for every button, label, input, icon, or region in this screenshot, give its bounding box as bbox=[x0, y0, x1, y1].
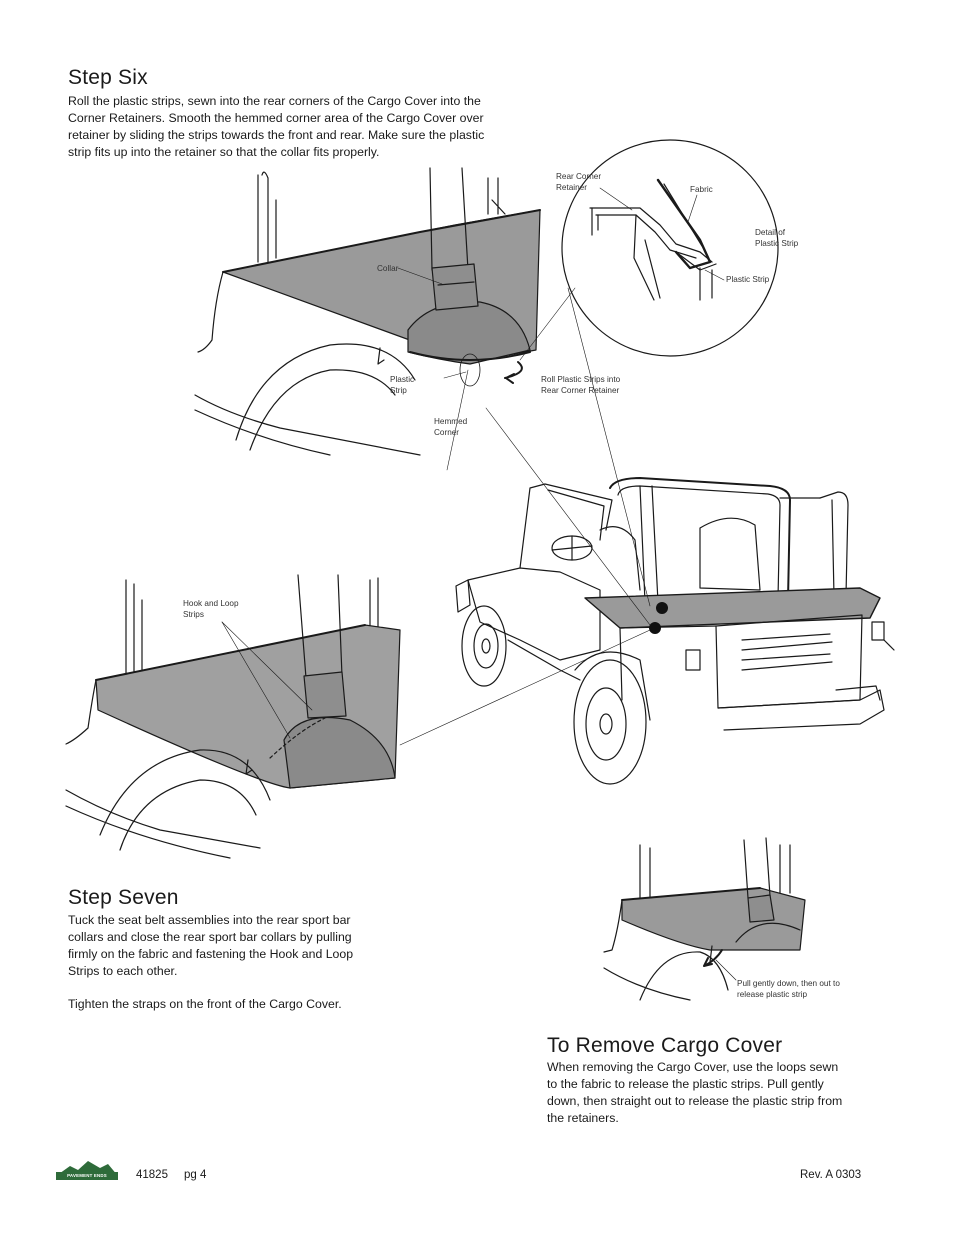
figure-hook-loop bbox=[65, 574, 401, 859]
label-plastic-strip-fig1: Plastic Strip bbox=[390, 375, 414, 396]
figure-remove bbox=[603, 837, 806, 1001]
label-hemmed-line1: Hemmed bbox=[434, 417, 468, 426]
leader-line-3 bbox=[399, 629, 651, 746]
label-fabric: Fabric bbox=[690, 185, 713, 194]
footer-page-number: pg 4 bbox=[184, 1169, 207, 1181]
label-pull-line1: Pull gently down, then out to bbox=[737, 979, 840, 988]
label-detail-line2: Plastic Strip bbox=[755, 238, 799, 248]
label-hook-line2: Strips bbox=[183, 609, 204, 619]
step-seven-heading: Step Seven bbox=[68, 886, 179, 909]
label-detail-of-plastic-strip: Detail of Plastic Strip bbox=[755, 228, 798, 249]
label-hemmed-line2: Corner bbox=[434, 427, 460, 437]
pavement-ends-logo bbox=[56, 1161, 118, 1180]
label-hemmed-corner: Hemmed Corner bbox=[434, 417, 467, 438]
label-plastic-line1: Plastic bbox=[390, 375, 415, 384]
leader-line-1 bbox=[567, 287, 651, 607]
figure-roll-strips bbox=[194, 167, 576, 471]
jeep-illustration bbox=[455, 477, 895, 785]
label-plastic-line2: Strip bbox=[390, 385, 407, 395]
label-hook-loop-strips: Hook and Loop Strips bbox=[183, 599, 239, 620]
step-seven-body: Tuck the seat belt assemblies into the r… bbox=[68, 913, 354, 978]
step-six-heading: Step Six bbox=[68, 66, 148, 89]
label-roll-line1: Roll Plastic Strips into bbox=[541, 375, 621, 384]
label-pull-gently: Pull gently down, then out to release pl… bbox=[737, 979, 840, 1000]
label-plastic-strip-detail: Plastic Strip bbox=[726, 275, 770, 284]
footer-part-number: 41825 bbox=[136, 1169, 168, 1181]
label-retainer-line2: Retainer bbox=[556, 182, 587, 192]
label-roll-strips: Roll Plastic Strips into Rear Corner Ret… bbox=[541, 375, 620, 396]
leader-line-2 bbox=[485, 407, 651, 626]
jeep-retainer-dots bbox=[649, 602, 668, 634]
detail-circle bbox=[561, 139, 779, 357]
step-seven-body-2: Tighten the straps on the front of the C… bbox=[68, 997, 342, 1011]
label-pull-line2: release plastic strip bbox=[737, 989, 808, 999]
remove-heading: To Remove Cargo Cover bbox=[547, 1034, 783, 1057]
label-retainer-line1: Rear Corner bbox=[556, 172, 602, 181]
label-roll-line2: Rear Corner Retainer bbox=[541, 385, 620, 395]
label-collar: Collar bbox=[377, 264, 399, 273]
remove-body: When removing the Cargo Cover, use the l… bbox=[547, 1060, 843, 1125]
label-rear-corner-retainer: Rear Corner Retainer bbox=[556, 172, 601, 193]
footer-revision: Rev. A 0303 bbox=[800, 1169, 862, 1181]
logo-text: PAVEMENT ENDS bbox=[67, 1173, 107, 1178]
label-detail-line1: Detail of bbox=[755, 228, 786, 237]
label-hook-line1: Hook and Loop bbox=[183, 599, 239, 608]
step-six-body: Roll the plastic strips, sewn into the r… bbox=[68, 94, 485, 159]
